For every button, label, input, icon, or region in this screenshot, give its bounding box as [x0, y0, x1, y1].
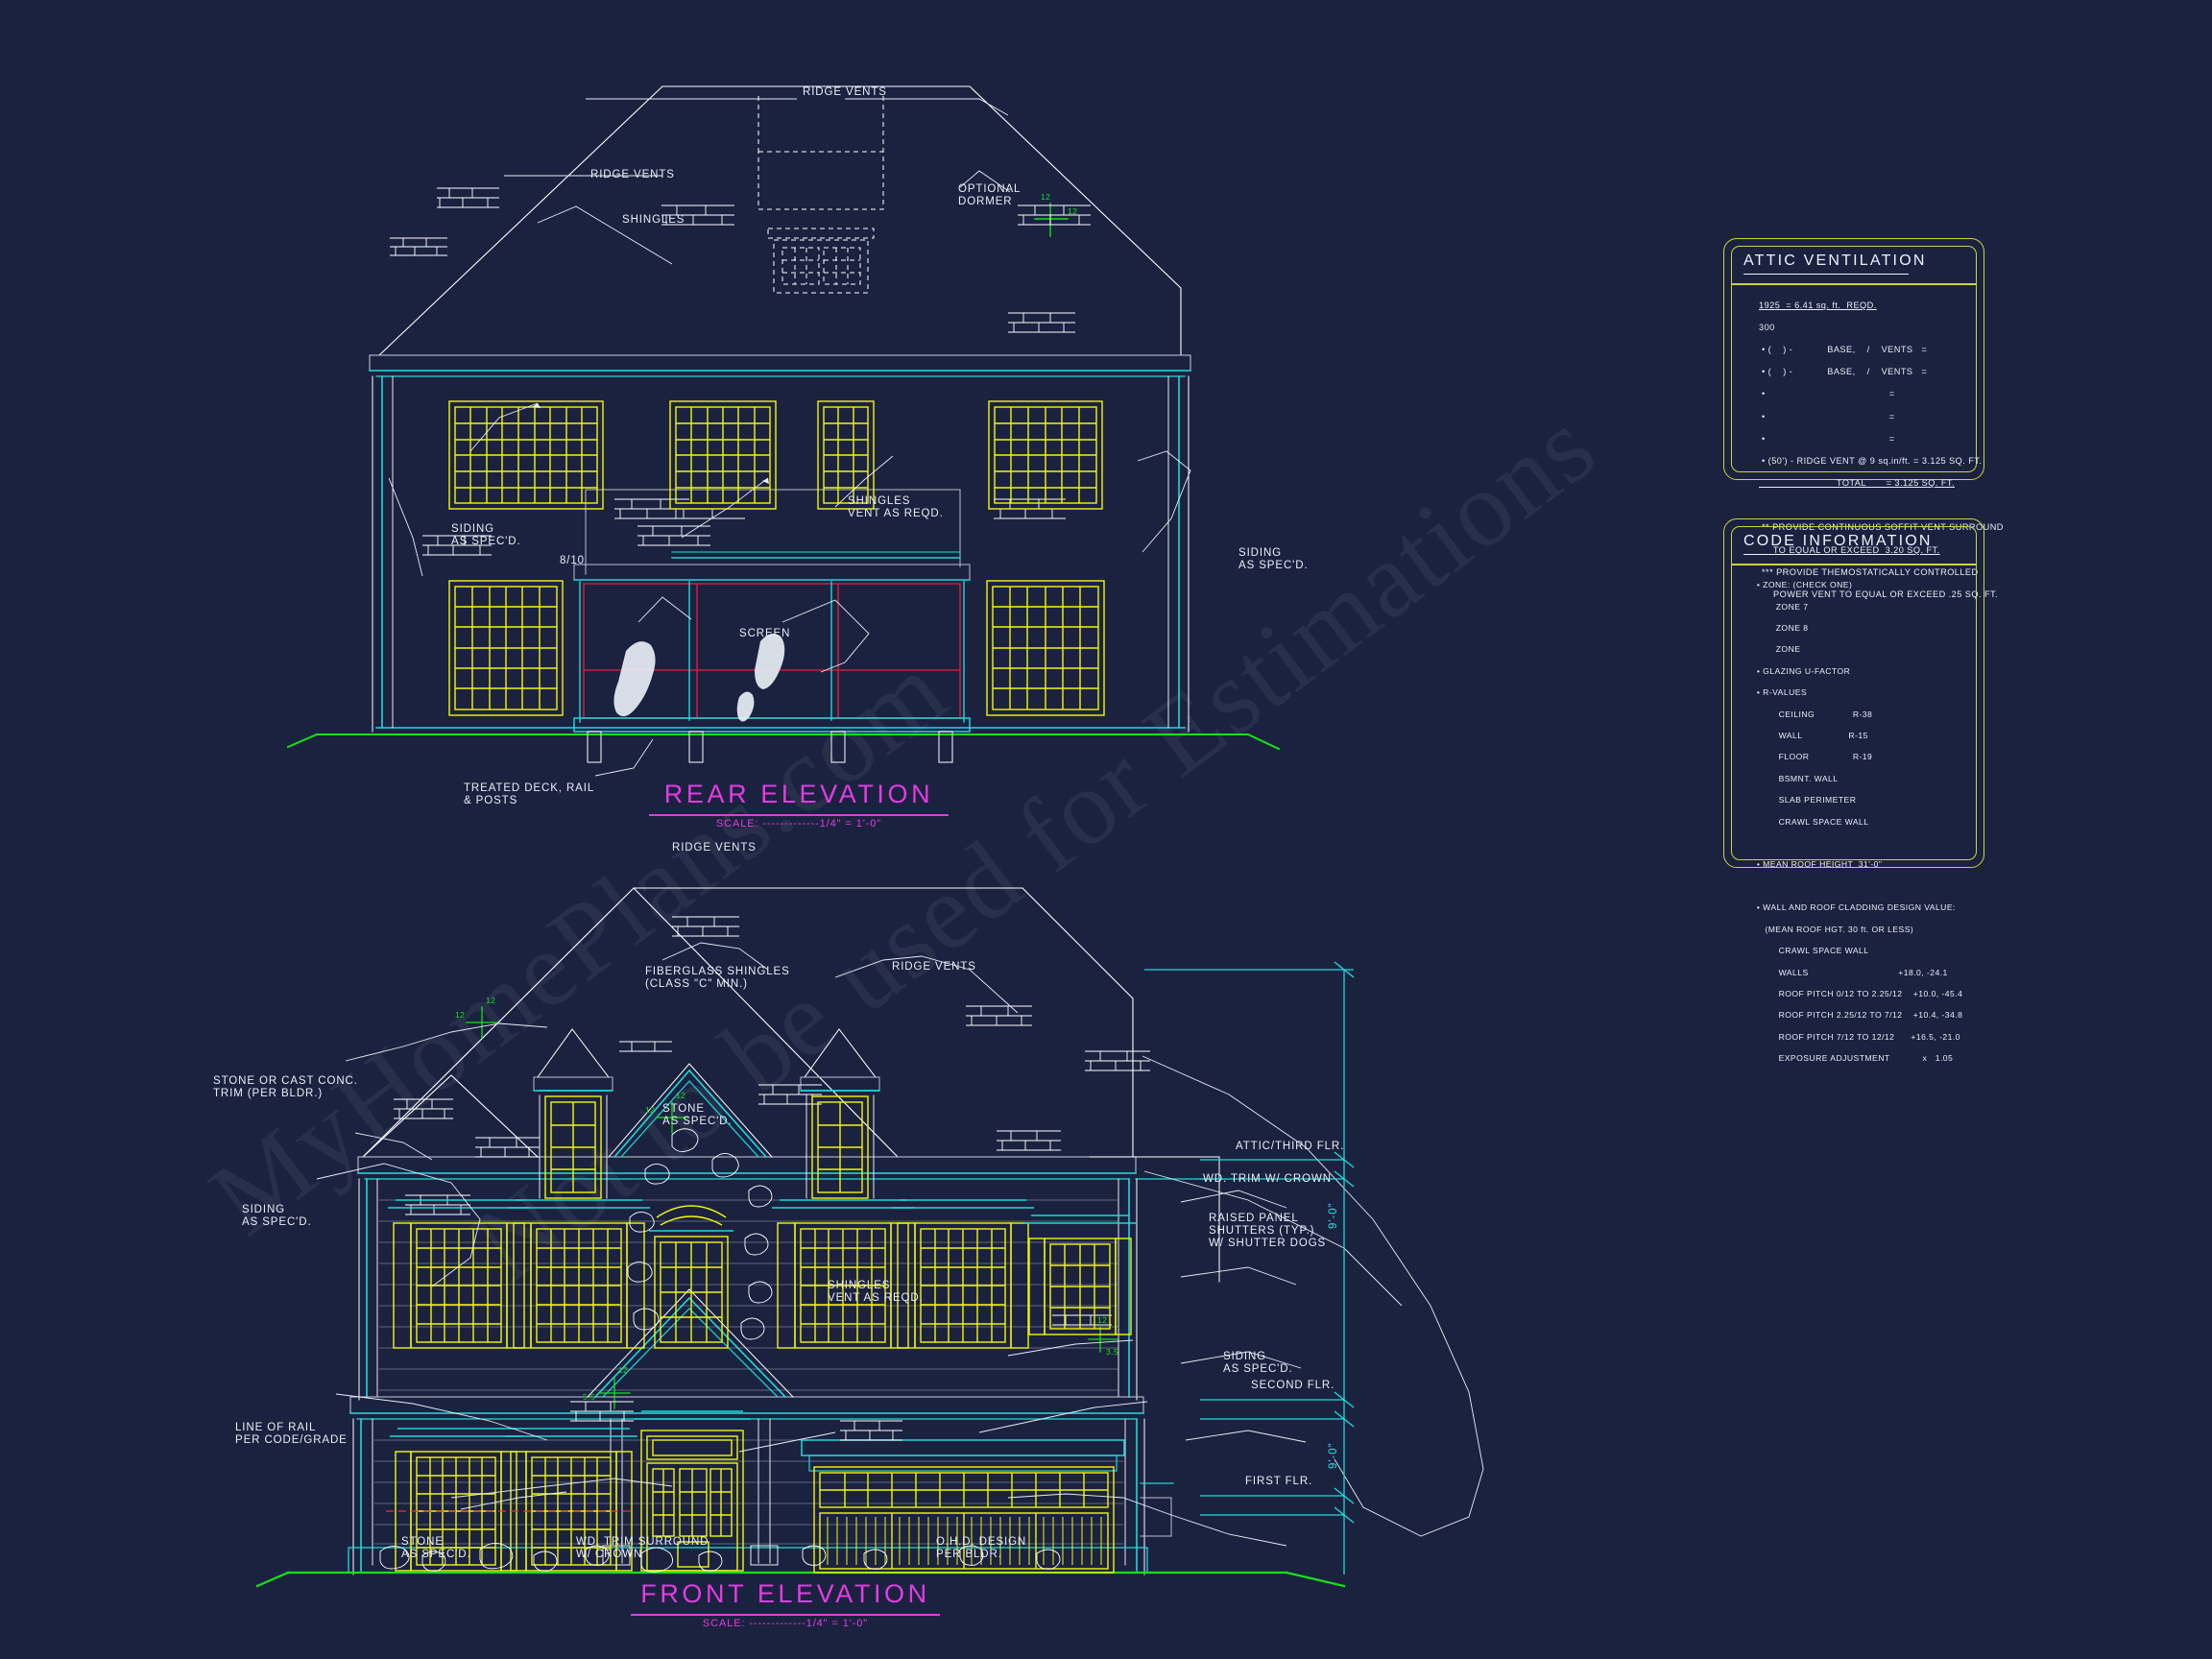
rear-label-siding-left: SIDING AS SPEC'D. — [451, 523, 521, 547]
rear-elevation-title: REAR ELEVATION — [663, 780, 934, 808]
attic-ventilation-inner-border — [1731, 246, 1977, 472]
code-line-15: • WALL AND ROOF CLADDING DESIGN VALUE: — [1754, 902, 1956, 913]
code-information-heading-underline — [1743, 554, 1912, 556]
front-pitch-right-3-5: 3.5 — [1106, 1347, 1119, 1357]
attic-line-5: • = — [1759, 411, 1895, 421]
code-line-20: ROOF PITCH 2.25/12 TO 7/12 +10.4, -34.8 — [1754, 1010, 1963, 1021]
code-line-8: FLOOR R-19 — [1754, 752, 1873, 762]
front-pitch-c-run: 12 — [618, 1365, 629, 1375]
front-elevation-title: FRONT ELEVATION — [640, 1579, 930, 1608]
code-line-9: BSMNT. WALL — [1754, 773, 1839, 783]
front-pitch-a-run: 12 — [455, 1010, 466, 1020]
code-line-21: ROOF PITCH 7/12 TO 12/12 +16.5, -21.0 — [1754, 1031, 1960, 1042]
code-line-18: WALLS +18.0, -24.1 — [1754, 967, 1948, 977]
rear-label-ridge-vents-left: RIDGE VENTS — [590, 169, 675, 180]
rear-label-shingles: SHINGLES — [622, 214, 685, 226]
watermark-line-1: MyHomePlans.com — [189, 630, 969, 1259]
rear-pitch-run: 12 — [1068, 206, 1078, 216]
front-level-first: FIRST FLR. — [1245, 1476, 1313, 1487]
attic-ventilation-heading-underline — [1743, 274, 1909, 276]
code-information-body: • ZONE: (CHECK ONE) ZONE 7 ZONE 8 ZONE •… — [1738, 569, 1978, 1075]
rear-pitch-rise: 12 — [1041, 192, 1051, 202]
front-label-ridge-vents: RIDGE VENTS — [892, 961, 976, 973]
code-line-10: SLAB PERIMETER — [1754, 795, 1857, 805]
code-information-divider — [1732, 564, 1976, 565]
rear-label-siding-right: SIDING AS SPEC'D. — [1238, 547, 1309, 571]
attic-line-13: POWER VENT TO EQUAL OR EXCEED .25 SQ. FT… — [1759, 589, 1999, 600]
rear-label-shingles-vent: SHINGLES VENT AS REQD. — [848, 495, 944, 519]
rear-label-optional-dormer: OPTIONAL DORMER — [958, 183, 1022, 207]
code-line-2: ZONE 8 — [1754, 623, 1809, 634]
code-line-7: WALL R-15 — [1754, 731, 1868, 741]
code-line-17: CRAWL SPACE WALL — [1754, 946, 1869, 956]
front-pitch-b-rise: 12 — [676, 1091, 686, 1100]
attic-line-4: • = — [1759, 389, 1895, 399]
rear-title-underline — [649, 814, 949, 816]
attic-line-1: 300 — [1759, 322, 1775, 332]
front-label-fiberglass-shingles: FIBERGLASS SHINGLES (CLASS "C" MIN.) — [645, 966, 790, 990]
front-title-underline — [631, 1614, 940, 1616]
front-label-siding-right: SIDING AS SPEC'D. — [1223, 1351, 1293, 1375]
code-information-heading: CODE INFORMATION — [1743, 533, 1933, 549]
attic-line-7: • (50') - RIDGE VENT @ 9 sq.in/ft. = 3.1… — [1759, 455, 1983, 466]
rear-elevation-scale: SCALE: -------------1/4" = 1'-0" — [715, 818, 882, 830]
attic-line-0: 1925 = 6.41 sq. ft. REQD. — [1759, 300, 1877, 310]
code-line-11: CRAWL SPACE WALL — [1754, 816, 1869, 827]
code-line-5: • R-VALUES — [1754, 687, 1808, 698]
code-line-3: ZONE — [1754, 644, 1801, 655]
front-label-shingles-vent: SHINGLES VENT AS REQD. — [828, 1280, 924, 1304]
front-label-wd-trim-crown: WD. TRIM W/ CROWN — [1203, 1173, 1332, 1185]
front-dimension-upper: 9'-0" — [1328, 1202, 1339, 1229]
attic-ventilation-heading: ATTIC VENTILATION — [1743, 252, 1927, 269]
code-line-16: (MEAN ROOF HGT. 30 ft. OR LESS) — [1754, 924, 1914, 934]
code-information-panel: CODE INFORMATION • ZONE: (CHECK ONE) ZON… — [1723, 518, 1984, 1063]
front-label-siding-left: SIDING AS SPEC'D. — [242, 1204, 312, 1228]
attic-ventilation-panel: ATTIC VENTILATION 1925 = 6.41 sq. ft. RE… — [1723, 238, 2003, 599]
rear-label-ridge-vents-top: RIDGE VENTS — [803, 86, 887, 98]
front-level-attic: ATTIC/THIRD FLR. — [1236, 1141, 1345, 1152]
code-line-0: • ZONE: (CHECK ONE) — [1754, 580, 1853, 590]
front-label-stone-gable: STONE AS SPEC'D. — [662, 1103, 733, 1127]
code-line-13: • MEAN ROOF HEIGHT 31'-0" — [1754, 859, 1883, 870]
front-pitch-left-5-5: 5.5 — [583, 1392, 596, 1402]
watermark-line-2: Not to be used for Estimations — [452, 385, 1618, 1305]
code-line-22: EXPOSURE ADJUSTMENT x 1.05 — [1754, 1053, 1954, 1064]
code-information-inner-border — [1731, 526, 1977, 860]
attic-line-6: • = — [1759, 433, 1895, 444]
code-line-19: ROOF PITCH 0/12 TO 2.25/12 +10.0, -45.4 — [1754, 988, 1963, 998]
front-label-wd-trim-surround: WD. TRIM SURROUND W/ CROWN — [576, 1536, 709, 1560]
rear-label-screen: SCREEN — [739, 628, 791, 639]
rear-label-treated-deck: TREATED DECK, RAIL & POSTS — [464, 782, 595, 806]
attic-line-11: TO EQUAL OR EXCEED 3.20 SQ. FT. — [1759, 544, 1940, 555]
attic-line-2: • ( ) - BASE, / VENTS = — [1759, 344, 1928, 354]
attic-ventilation-body: 1925 = 6.41 sq. ft. REQD. 300 • ( ) - BA… — [1742, 289, 2003, 612]
front-pitch-a-rise: 12 — [486, 996, 496, 1005]
code-line-6: CEILING R-38 — [1754, 709, 1873, 719]
front-pitch-b-run: 12 — [645, 1105, 656, 1115]
attic-line-12: *** PROVIDE THEMOSTATICALLY CONTROLLED — [1759, 566, 1979, 577]
front-label-raised-panel: RAISED PANEL SHUTTERS (TYP.) W/ SHUTTER … — [1209, 1213, 1327, 1249]
code-line-1: ZONE 7 — [1754, 601, 1809, 612]
front-label-ohd-design: O.H.D. DESIGN PER BLDR. — [936, 1536, 1027, 1560]
front-pitch-right-12: 12 — [1097, 1315, 1108, 1325]
rear-label-slope: 8/10 — [560, 555, 585, 566]
front-label-line-of-rail: LINE OF RAIL PER CODE/GRADE — [235, 1422, 348, 1446]
attic-line-8: TOTAL = 3.125 SQ. FT. — [1759, 478, 1955, 489]
attic-line-3: • ( ) - BASE, / VENTS = — [1759, 367, 1928, 377]
front-dimension-lower: 9'-0" — [1328, 1442, 1339, 1469]
front-elevation-scale: SCALE: -------------1/4" = 1'-0" — [702, 1618, 869, 1629]
code-line-4: • GLAZING U-FACTOR — [1754, 665, 1851, 676]
front-label-stone-as-specd: STONE AS SPEC'D. — [401, 1536, 471, 1560]
front-level-second: SECOND FLR. — [1251, 1380, 1335, 1391]
front-label-stone-or-cast: STONE OR CAST CONC. TRIM (PER BLDR.) — [213, 1075, 358, 1099]
rear-label-ridge-vents-bottom: RIDGE VENTS — [672, 842, 757, 854]
attic-ventilation-divider — [1732, 283, 1976, 285]
